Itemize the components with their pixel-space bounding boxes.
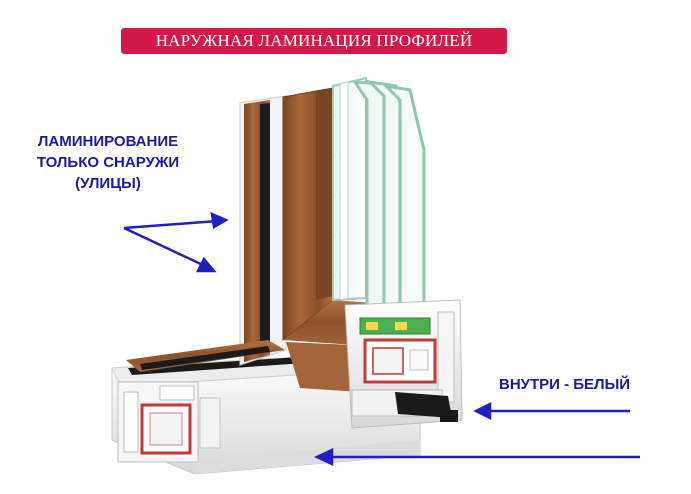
outside-lamination-label: ЛАМИНИРОВАНИЕ ТОЛЬКО СНАРУЖИ (УЛИЦЫ) xyxy=(8,131,208,194)
sash-profile-cross-section xyxy=(344,299,463,429)
title-text: НАРУЖНАЯ ЛАМИНАЦИЯ ПРОФИЛЕЙ xyxy=(155,31,473,50)
arrow-right-icon xyxy=(123,226,217,273)
bottom-profile-cross-section xyxy=(117,381,221,463)
title-banner: НАРУЖНАЯ ЛАМИНАЦИЯ ПРОФИЛЕЙ xyxy=(121,28,507,54)
outer-frame-vertical xyxy=(239,95,287,366)
outside-label-line3: (УЛИЦЫ) xyxy=(75,175,141,192)
arrow-right-icon xyxy=(123,211,229,230)
arrow-left-icon xyxy=(473,401,630,421)
arrow-left-icon xyxy=(314,448,640,466)
outside-label-line1: ЛАМИНИРОВАНИЕ xyxy=(37,133,179,150)
outer-frame-sill xyxy=(126,340,285,372)
inside-white-label: ВНУТРИ - БЕЛЫЙ xyxy=(499,376,631,393)
outside-label-line2: ТОЛЬКО СНАРУЖИ xyxy=(36,154,180,171)
triple-glazing xyxy=(332,76,426,320)
